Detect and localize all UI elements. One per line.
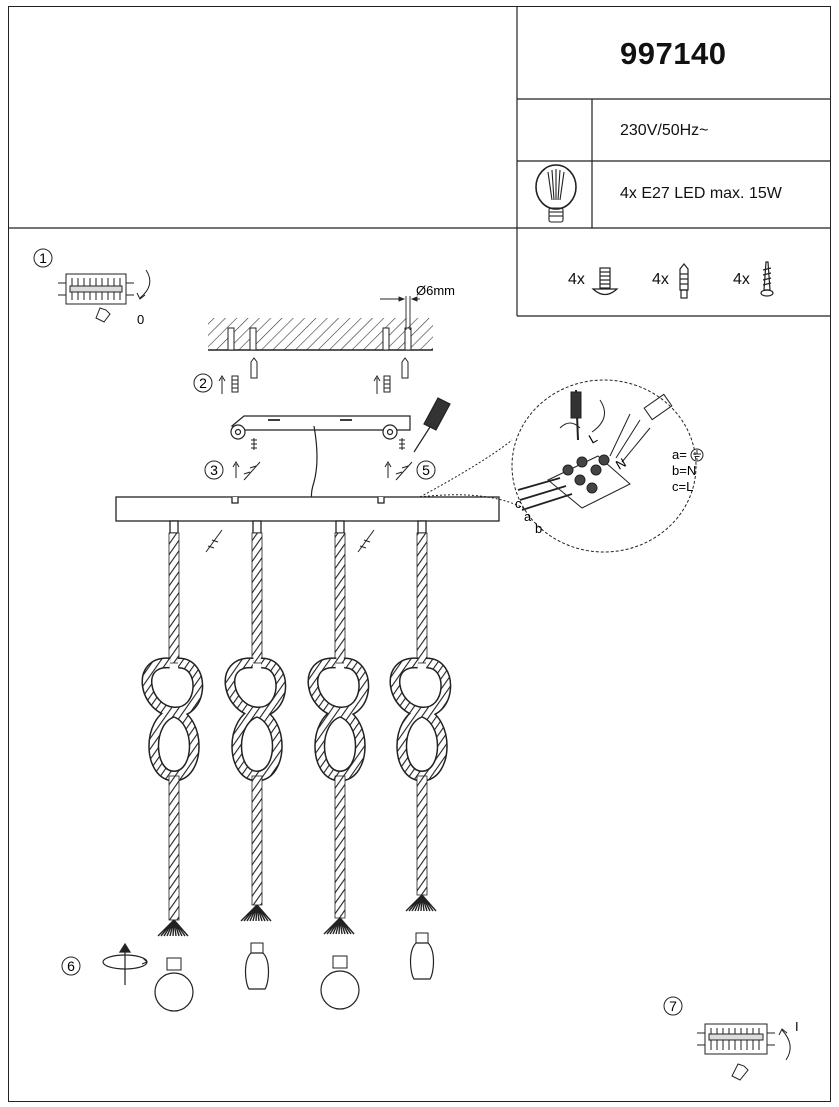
rope-knot-texture [143,658,202,781]
step-1-marker: 1 [33,248,53,268]
power-off-label: 0 [137,312,144,327]
wall-plug-icon [218,357,409,394]
rope-cord [168,775,180,921]
drill-dimension [380,296,420,330]
bracket-screws [232,438,413,481]
step-5-marker: 5 [416,460,436,480]
rope-cord [416,532,428,664]
hardware-count-wood-screw: 4x [733,271,750,288]
rope-cord [168,532,180,664]
bulb-base [332,955,348,969]
rope-cord [334,532,346,664]
step-7-label: 7 [669,998,677,1014]
screwdriver-icon [413,397,451,453]
model-number: 997140 [620,36,727,71]
step-3-marker: 3 [204,460,224,480]
bulb-base [250,942,264,954]
rope-cord [251,775,263,906]
rope-tassel [240,904,272,922]
wire-label-c: c [515,496,522,511]
wire-label-b: b [535,521,542,536]
rope-pendants [141,532,452,1012]
rope-cord [416,775,428,896]
drill-diameter-label: Ø6mm [416,283,455,298]
rope-tassel [157,919,189,937]
rope-knot-texture [226,658,285,781]
rope-cord [334,775,346,919]
voltage-rating: 230V/50Hz~ [620,122,709,139]
filament-bulb-icon [535,164,577,223]
breaker-panel-on-icon [697,1023,791,1081]
screw-icon [591,267,619,296]
page-frame [8,6,831,1102]
step-5-label: 5 [422,462,430,478]
power-cord [310,425,318,509]
globe-bulb [320,970,360,1010]
canopy-bar [115,496,500,534]
hardware-count-wall-plug: 4x [652,271,669,288]
rope-cord [251,532,263,664]
step-6-marker: 6 [61,956,81,976]
wire-label-a: a [524,509,532,524]
bulb-specification: 4x E27 LED max. 15W [620,185,782,202]
step-6-label: 6 [67,958,75,974]
wall-plug-icon [679,263,689,299]
mounting-bracket [230,415,411,440]
step-2-label: 2 [199,375,207,391]
edison-bulb [409,942,435,980]
hardware-count-screw: 4x [568,271,585,288]
rope-tassel [405,894,437,912]
wiring-detail-callout [419,379,697,553]
earth-ground-icon [690,448,704,462]
canopy-screws [205,529,375,553]
ceiling [208,318,433,351]
rope-tassel [323,917,355,935]
legend-b: b=N [672,463,696,478]
terminal-block-icon [517,389,673,511]
rotate-install-icon [102,942,148,985]
header-grid [8,6,831,317]
rope-knot-texture [309,658,368,781]
bulb-base [415,932,429,944]
rope-knot-texture [391,658,450,781]
wood-screw-icon [760,261,774,297]
power-on-label: I [795,1019,799,1034]
step-3-label: 3 [210,462,218,478]
breaker-panel-off-icon [58,269,151,323]
legend-a: a= [672,447,687,462]
step-2-marker: 2 [193,373,213,393]
step-1-label: 1 [39,250,47,266]
edison-bulb [244,952,270,990]
step-7-marker: 7 [663,996,683,1016]
globe-bulb [154,972,194,1012]
bulb-base [166,957,182,971]
legend-c: c=L [672,479,693,494]
